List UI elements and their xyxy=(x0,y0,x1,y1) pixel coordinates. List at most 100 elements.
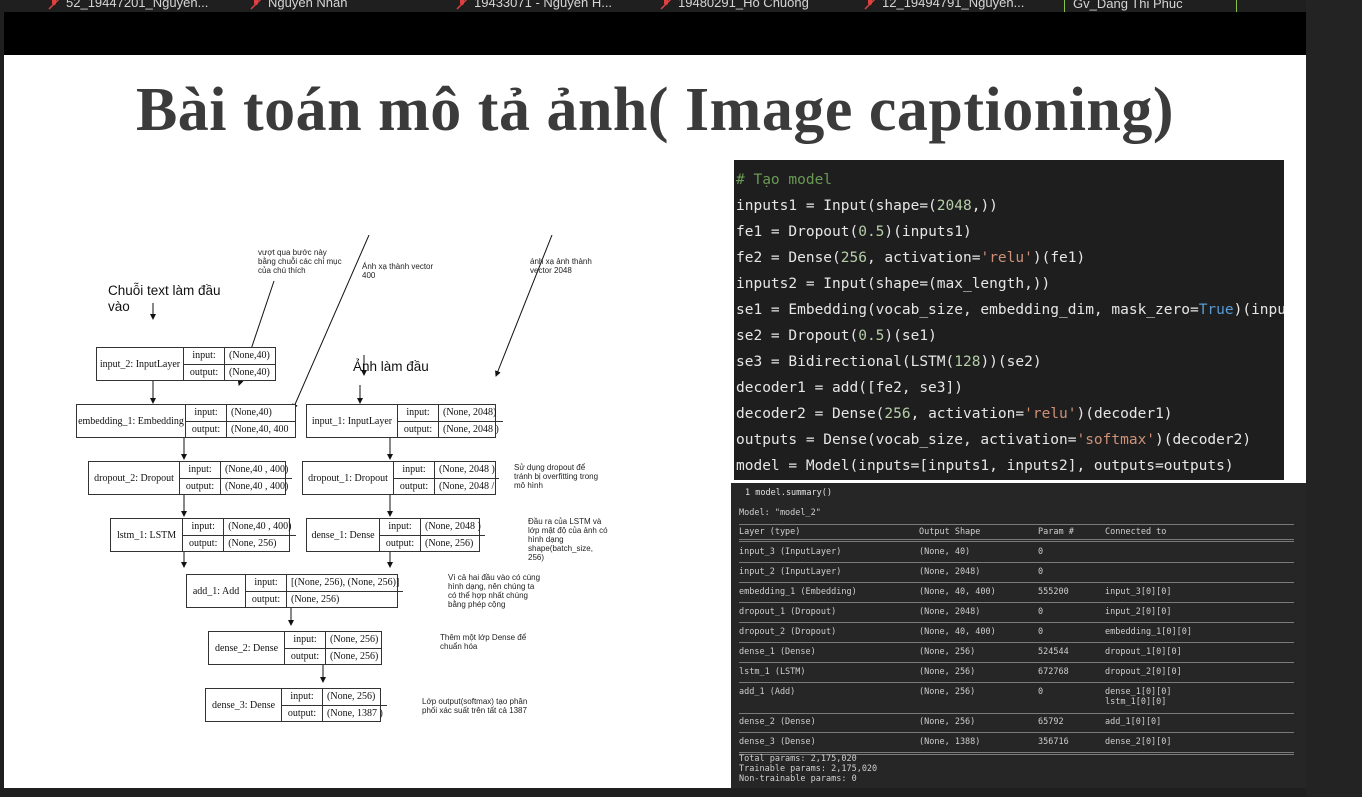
layer-box-dropout2: dropout_2: Dropout input:(None,40 , 400)… xyxy=(88,461,293,495)
summary-cell: 0 xyxy=(1038,547,1044,557)
mic-muted-icon xyxy=(456,0,468,10)
io-key: input: xyxy=(183,519,225,535)
summary-cell: embedding_1[0][0] xyxy=(1105,627,1192,637)
summary-cell: (None, 256) xyxy=(919,687,976,697)
summary-cell: dropout_1[0][0] xyxy=(1105,647,1182,657)
summary-rule xyxy=(739,602,1294,603)
summary-cell: (None, 1388) xyxy=(919,737,981,747)
io-value: (None,40 , 400) xyxy=(225,464,289,476)
participant-tab[interactable]: 19480291_Ho Chuong xyxy=(660,0,809,11)
participant-tab[interactable]: Nguyen Nhan xyxy=(250,0,348,11)
code-line: se1 = Embedding(vocab_size, embedding_di… xyxy=(736,302,1284,318)
mic-muted-icon xyxy=(250,0,262,10)
io-value: (None, 256) xyxy=(330,634,379,646)
summary-cell: 672768 xyxy=(1038,667,1069,677)
summary-rule xyxy=(739,662,1294,663)
summary-cell: dense_2 (Dense) xyxy=(739,717,816,727)
summary-total: Total params: 2,175,020 xyxy=(739,754,857,764)
io-value: (None,40) xyxy=(229,350,270,362)
io-value: (None,40) xyxy=(229,366,270,378)
io-value: (None,40) xyxy=(231,407,272,419)
code-line: decoder1 = add([fe2, se3]) xyxy=(736,380,963,396)
summary-cell: 0 xyxy=(1038,567,1044,577)
summary-cell: (None, 256) xyxy=(919,647,976,657)
summary-cell: dropout_1 (Dropout) xyxy=(739,607,837,617)
note-add: Vì cả hai đầu vào có cùng hình dạng, nên… xyxy=(448,573,541,609)
layer-box-add1: add_1: Add input:[(None, 256), (None, 25… xyxy=(186,574,404,608)
layer-name: dense_3: Dense xyxy=(206,689,283,721)
input-image-label: Ảnh làm đầu xyxy=(353,359,429,374)
layer-name: add_1: Add xyxy=(187,575,246,607)
summary-cell: add_1[0][0] xyxy=(1105,717,1162,727)
summary-rule xyxy=(739,582,1294,583)
summary-rule xyxy=(739,752,1294,755)
shared-slide: Bài toán mô tả ảnh( Image captioning) xyxy=(4,55,1306,788)
layer-box-dense1: dense_1: Dense input:(None, 2048 ) outpu… xyxy=(306,518,485,552)
io-value: (None, 256) xyxy=(327,691,376,703)
io-value: (None,40, 400 xyxy=(231,423,289,435)
io-value: (None, 2048 ) xyxy=(443,423,499,435)
summary-cell: input_3[0][0] xyxy=(1105,587,1172,597)
summary-cell: 65792 xyxy=(1038,717,1064,727)
code-line: se3 = Bidirectional(LSTM(128))(se2) xyxy=(736,354,1042,370)
participant-tab[interactable]: 19433071 - Nguyen H... xyxy=(456,0,612,11)
participant-tab[interactable]: 52_19447201_Nguyen... xyxy=(48,0,208,11)
participant-tab[interactable]: 12_19494791_Nguyen... xyxy=(864,0,1024,11)
code-comment: # Tạo model xyxy=(736,172,833,188)
summary-rule xyxy=(739,642,1294,643)
model-summary-panel: 1 model.summary() Model: "model_2" Layer… xyxy=(731,483,1306,788)
summary-cell: 524544 xyxy=(1038,647,1069,657)
code-line: se2 = Dropout(0.5)(se1) xyxy=(736,328,937,344)
participant-tab-active[interactable]: Gv_Dang Thi Phuc xyxy=(1064,0,1237,12)
summary-cell: (None, 2048) xyxy=(919,607,981,617)
code-line: inputs1 = Input(shape=(2048,)) xyxy=(736,198,998,214)
summary-cell: lstm_1[0][0] xyxy=(1105,697,1167,707)
summary-cell: embedding_1 (Embedding) xyxy=(739,587,857,597)
summary-cell: (None, 40) xyxy=(919,547,971,557)
layer-box-dense2: dense_2: Dense input:(None, 256) output:… xyxy=(208,631,383,665)
summary-cell: dense_1 (Dense) xyxy=(739,647,816,657)
summary-rule xyxy=(739,713,1294,714)
layer-box-lstm1: lstm_1: LSTM input:(None,40 , 400) outpu… xyxy=(110,518,296,552)
summary-header-param: Param # xyxy=(1038,527,1074,537)
summary-nontrainable: Non-trainable params: 0 xyxy=(739,774,857,784)
participant-name: Nguyen Nhan xyxy=(268,0,348,10)
io-key: output: xyxy=(246,591,287,607)
summary-cell: add_1 (Add) xyxy=(739,687,796,697)
side-strip xyxy=(1306,0,1362,797)
layer-box-dropout1: dropout_1: Dropout input:(None, 2048 ) o… xyxy=(302,461,499,495)
summary-cell: dense_2[0][0] xyxy=(1105,737,1172,747)
summary-cell: (None, 40, 400) xyxy=(919,627,996,637)
layer-name: dropout_1: Dropout xyxy=(303,462,394,494)
summary-model-name: Model: "model_2" xyxy=(739,508,821,518)
io-key: output: xyxy=(394,478,435,494)
note-lstm: Đầu ra của LSTM và lớp mật độ của ảnh có… xyxy=(528,517,608,562)
io-key: input: xyxy=(180,462,221,478)
note-vec400: Ánh xạ thành vector 400 xyxy=(362,262,434,280)
code-line: decoder2 = Dense(256, activation='relu')… xyxy=(736,406,1173,422)
summary-cell: (None, 256) xyxy=(919,717,976,727)
layer-name: dense_1: Dense xyxy=(307,519,380,551)
participant-name: 19480291_Ho Chuong xyxy=(678,0,809,10)
io-key: output: xyxy=(380,535,421,551)
code-line: fe2 = Dense(256, activation='relu')(fe1) xyxy=(736,250,1086,266)
io-value: (None, 256) xyxy=(291,593,340,605)
io-key: input: xyxy=(285,632,327,648)
note-dense2: Thêm một lớp Dense để chuẩn hóa xyxy=(440,633,527,651)
io-key: output: xyxy=(398,421,439,437)
summary-rule xyxy=(739,562,1294,563)
note-dropout: Sử dụng dropout để tránh bị overfitting … xyxy=(514,463,599,490)
layer-box-input1: input_1: InputLayer input:(None, 2048) o… xyxy=(306,404,503,438)
io-key: input: xyxy=(380,519,421,535)
io-value: [(None, 256), (None, 256)] xyxy=(291,577,400,589)
io-value: (None,40 , 400) xyxy=(225,480,289,492)
layer-name: embedding_1: Embedding xyxy=(77,405,186,437)
code-line: outputs = Dense(vocab_size, activation='… xyxy=(736,432,1252,448)
summary-cell: dense_3 (Dense) xyxy=(739,737,816,747)
summary-cell: dropout_2[0][0] xyxy=(1105,667,1182,677)
layer-name: lstm_1: LSTM xyxy=(111,519,184,551)
io-key: output: xyxy=(282,705,324,721)
code-line: inputs2 = Input(shape=(max_length,)) xyxy=(736,276,1051,292)
summary-rule xyxy=(739,524,1294,525)
note-vec2048: ánh xạ ảnh thành vector 2048 xyxy=(530,257,592,275)
